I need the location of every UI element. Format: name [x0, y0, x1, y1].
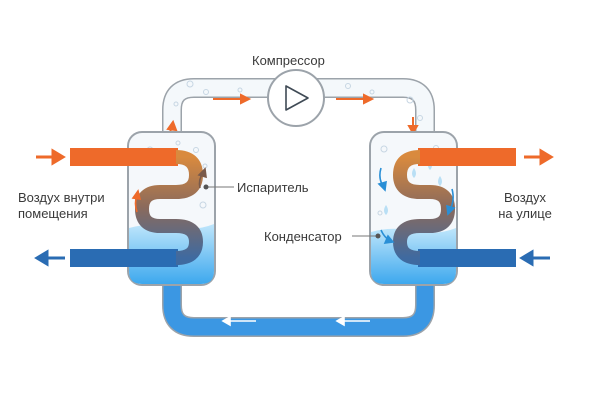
- condenser-flow-arrows: [377, 167, 456, 244]
- evaporator-flow-arrows: [131, 189, 142, 213]
- outdoor-air-label-line-1: Воздух: [503, 190, 546, 205]
- bottom-refrigerant-tube: [162, 275, 435, 337]
- arrow-indoor-out: [34, 249, 65, 267]
- outdoor-air-hot-pipe: [418, 148, 516, 166]
- outdoor-air-label: Воздух на улице: [480, 190, 570, 222]
- compressor: [267, 69, 325, 127]
- air-pipes: [70, 148, 516, 267]
- evaporator-label: Испаритель: [237, 180, 309, 195]
- play-triangle-icon: [285, 85, 309, 111]
- flow-arrow-bottom-left: [221, 315, 256, 327]
- outdoor-air-cold-pipe: [418, 249, 516, 267]
- indoor-air-label-line-2: помещения: [18, 206, 88, 221]
- indoor-air-hot-pipe: [70, 148, 178, 166]
- indoor-air-label: Воздух внутри помещения: [18, 190, 138, 222]
- leader-condenser: [352, 233, 381, 239]
- flow-arrow-top-left: [213, 93, 252, 105]
- outdoor-air-label-line-2: на улице: [498, 206, 552, 221]
- flow-arrow-right-down: [407, 117, 419, 136]
- indoor-air-label-line-1: Воздух внутри: [18, 190, 105, 205]
- flow-arrow-top-right: [336, 93, 375, 105]
- condenser-label: Конденсатор: [264, 229, 342, 244]
- evaporator-swirl-arrow: [197, 167, 207, 189]
- left-coil: [134, 150, 204, 265]
- compressor-label: Компрессор: [252, 53, 325, 68]
- leader-evaporator: [203, 184, 234, 190]
- arrow-outdoor-out: [524, 148, 554, 166]
- arrow-indoor-in: [36, 148, 66, 166]
- flow-arrow-bottom-right: [335, 315, 370, 327]
- arrow-outdoor-in: [519, 249, 550, 267]
- indoor-air-cold-pipe: [70, 249, 178, 267]
